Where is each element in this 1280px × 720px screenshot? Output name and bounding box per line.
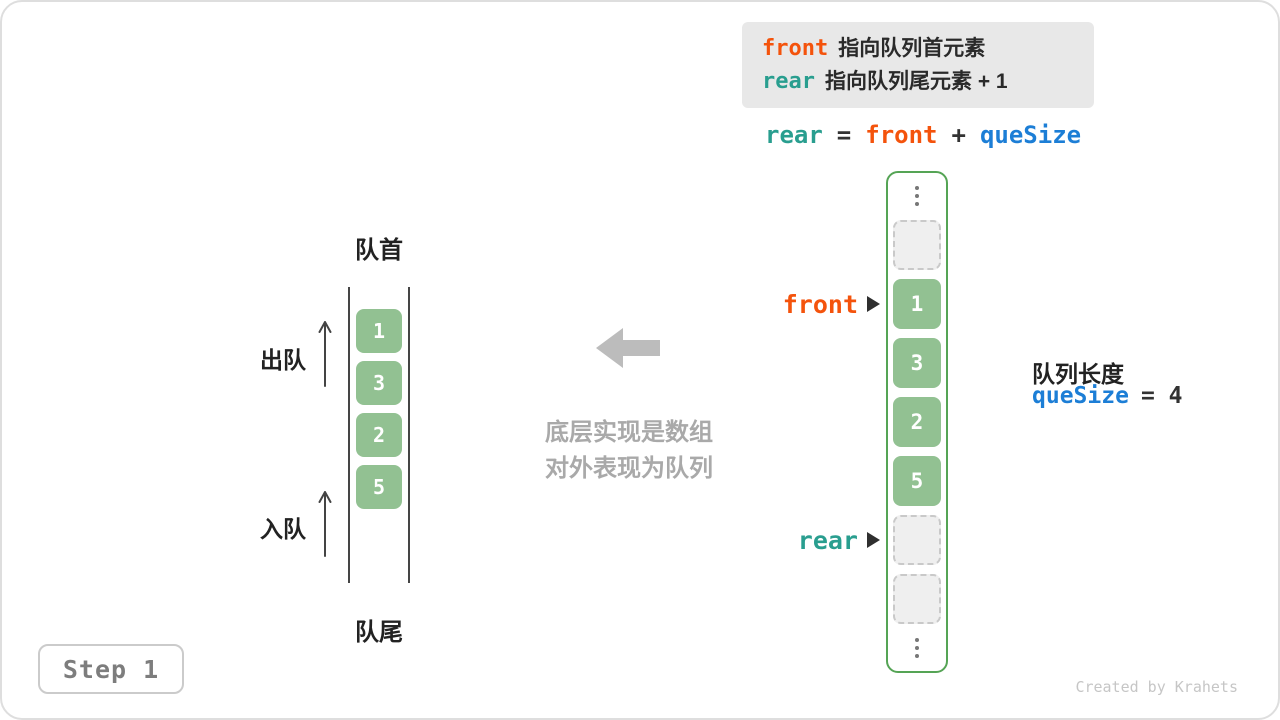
formula-quesize: queSize [979, 121, 1082, 149]
note-text: 底层实现是数组 对外表现为队列 [545, 415, 713, 487]
ellipsis-icon [915, 633, 919, 663]
queue-right-wall [408, 287, 410, 583]
rear-pointer: rear [770, 525, 880, 555]
legend-box: front 指向队列首元素 rear 指向队列尾元素 + 1 [742, 22, 1094, 108]
array-slot-value: 3 [893, 338, 941, 388]
left-arrow-icon [596, 328, 660, 368]
front-keyword: front [762, 36, 829, 61]
queue-cell: 3 [356, 361, 402, 405]
queue-left-wall [348, 287, 350, 583]
credit-text: Created by Krahets [1075, 678, 1238, 696]
queue-tail-label: 队尾 [355, 619, 403, 646]
array-slot-value: 5 [893, 456, 941, 506]
legend-rear-text: 指向队列尾元素 + 1 [824, 70, 1008, 93]
dequeue-up-arrow-icon [318, 321, 332, 387]
quesize-value: = 4 [1140, 383, 1183, 409]
array-slot-empty [893, 515, 941, 565]
step-badge: Step 1 [38, 644, 184, 694]
front-pointer-label: front [782, 289, 858, 319]
enqueue-label: 入队 [260, 516, 306, 542]
rear-keyword: rear [762, 69, 815, 94]
queue-cell: 1 [356, 309, 402, 353]
quesize-keyword: queSize [1032, 383, 1129, 409]
front-pointer: front [770, 289, 880, 319]
enqueue-up-arrow-icon [318, 491, 332, 557]
ellipsis-icon [915, 181, 919, 211]
pointer-arrow-icon [867, 532, 880, 548]
queue-cell: 2 [356, 413, 402, 457]
array-slot-value: 1 [893, 279, 941, 329]
plus-sign: + [951, 121, 966, 149]
formula-front: front [865, 121, 938, 149]
queue-length-title: 队列长度 [1032, 361, 1124, 387]
legend-line-front: front 指向队列首元素 [762, 32, 1074, 65]
note-line2: 对外表现为队列 [545, 455, 713, 482]
array-container: 1 3 2 5 [886, 171, 948, 673]
queue-cell: 5 [356, 465, 402, 509]
array-slot-empty [893, 220, 941, 270]
pointer-arrow-icon [867, 296, 880, 312]
rear-pointer-label: rear [797, 525, 858, 555]
array-slot-empty [893, 574, 941, 624]
formula: rear = front + queSize [765, 121, 1081, 149]
formula-rear: rear [765, 121, 823, 149]
note-line1: 底层实现是数组 [545, 419, 713, 446]
legend-front-text: 指向队列首元素 [838, 37, 986, 60]
queue-head-label: 队首 [355, 237, 403, 264]
dequeue-label: 出队 [260, 347, 306, 373]
array-slot-value: 2 [893, 397, 941, 447]
queue-length-value: queSize = 4 [1032, 383, 1182, 409]
equals-sign: = [836, 121, 852, 149]
legend-line-rear: rear 指向队列尾元素 + 1 [762, 65, 1074, 98]
